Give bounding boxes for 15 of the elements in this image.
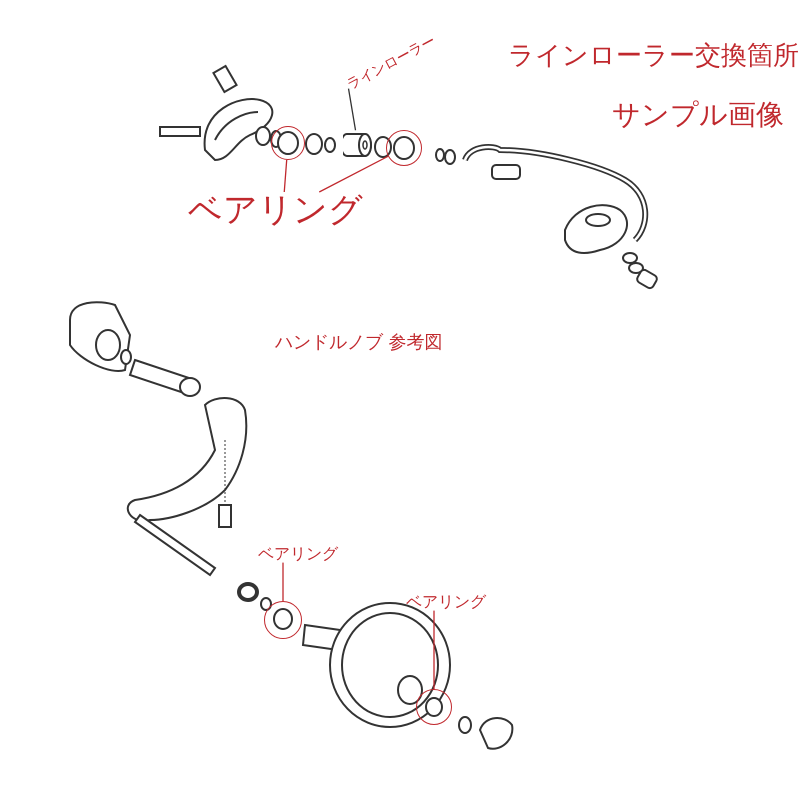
annotation-text: ハンドルノブ 参考図 <box>275 333 443 353</box>
title: ラインローラー交換箇所 <box>508 42 799 71</box>
leader-line <box>282 562 284 601</box>
highlight-circle <box>271 126 305 160</box>
callout-label: ベアリング <box>406 593 486 611</box>
leader-line <box>318 156 388 193</box>
annotation-text: サンプル画像 <box>612 100 784 131</box>
highlight-circle <box>386 130 422 166</box>
callout-label: ベアリング <box>188 192 363 230</box>
callout-label: ラインローラー <box>344 34 439 94</box>
highlight-circle <box>416 689 452 725</box>
highlight-circle <box>264 601 302 639</box>
leader-line <box>348 88 356 130</box>
leader-line <box>284 160 288 192</box>
callout-label: ベアリング <box>258 545 338 563</box>
